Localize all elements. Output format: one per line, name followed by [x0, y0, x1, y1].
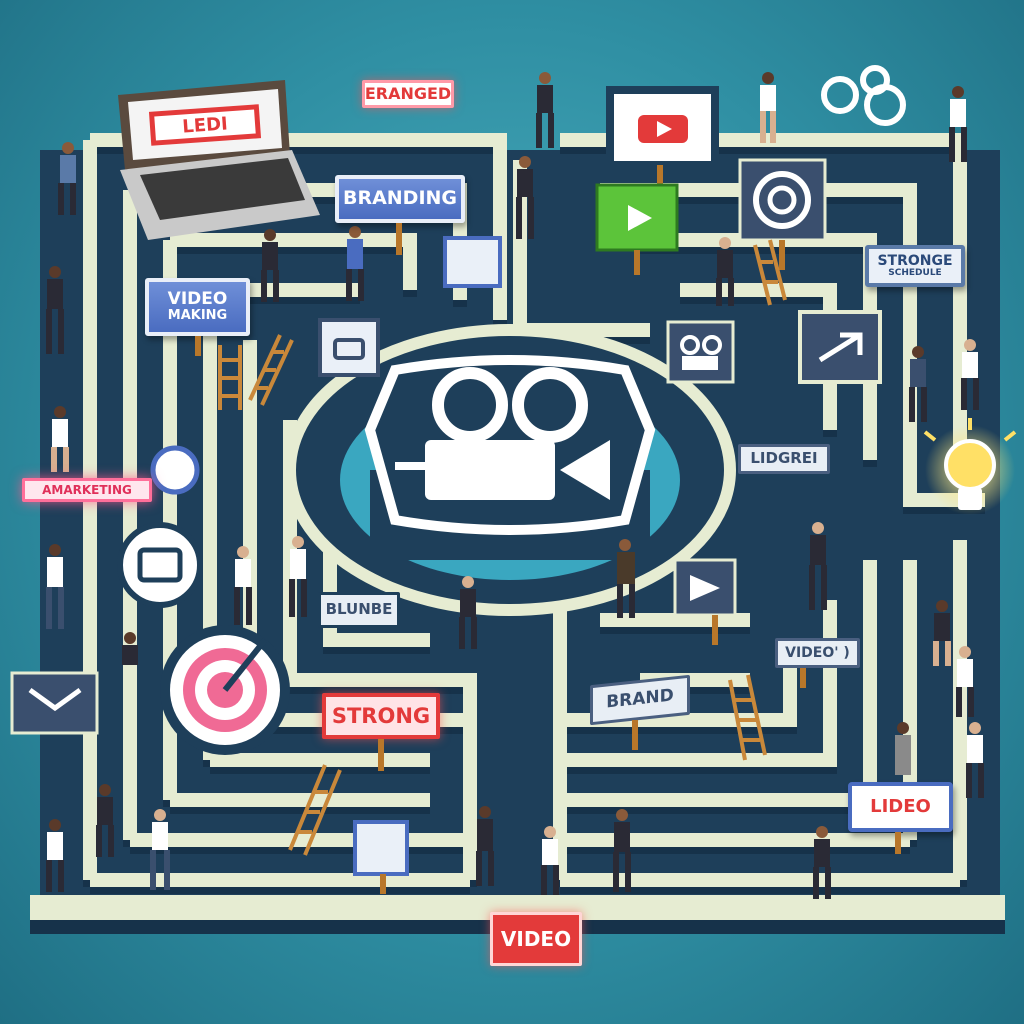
person [516, 156, 534, 239]
person [46, 266, 64, 354]
person [122, 632, 138, 665]
gears-icon [821, 65, 906, 126]
sign-strong: STRONG [322, 693, 440, 739]
youtube-play-icon [606, 86, 719, 185]
sign-blunbe: BLUNBE [318, 592, 400, 628]
sign-post [396, 223, 402, 255]
sign-branding: BRANDING [335, 175, 465, 223]
person [933, 600, 951, 666]
person [459, 576, 477, 649]
sign-post [632, 720, 638, 750]
people [46, 72, 984, 899]
arrow-sign-icon [10, 310, 882, 894]
ladder-icon [218, 239, 787, 856]
person [96, 784, 114, 857]
person [909, 346, 927, 422]
person [46, 544, 64, 629]
person [961, 339, 979, 410]
person [51, 406, 69, 472]
sign-post [895, 832, 901, 854]
sign-stronge-line1: STRONGE [877, 252, 953, 269]
sign-eranged: ERANGED [362, 80, 454, 108]
sign-video-marking-line2: MAKING [167, 308, 228, 324]
sign-post [800, 668, 806, 688]
target-icon [160, 625, 290, 755]
person [956, 646, 974, 717]
person [46, 819, 64, 892]
person [536, 72, 554, 148]
person [346, 226, 364, 301]
camera-sign-icon [318, 236, 735, 384]
sign-lideo: LIDEO [848, 782, 953, 832]
person [617, 539, 635, 618]
person [949, 86, 967, 162]
person [150, 809, 170, 890]
person [809, 522, 827, 610]
person [966, 722, 984, 798]
person [541, 826, 559, 895]
person [476, 806, 494, 886]
sign-video-bottom: VIDEO [490, 912, 582, 966]
sign-post [195, 336, 201, 356]
lightbulb-icon [923, 418, 1017, 515]
sign-video-marking: VIDEO MAKING [145, 278, 250, 336]
person [813, 826, 831, 899]
person [289, 536, 307, 617]
sign-post [378, 739, 384, 771]
sign-video-marking-line1: VIDEO [167, 289, 228, 310]
person [895, 722, 911, 775]
camera-badge-icon [117, 445, 203, 608]
sign-amarketing: AMARKETING [22, 478, 152, 502]
person [760, 72, 776, 143]
sign-lidgrei: LIDGREI [738, 444, 830, 474]
person [234, 546, 252, 625]
sign-stronge: STRONGE SCHEDULE [865, 245, 965, 287]
lens-sign-icon [738, 158, 827, 270]
laptop-icon [118, 80, 320, 240]
person [261, 229, 279, 302]
sign-video-small: VIDEO' ) [775, 638, 860, 668]
central-video-camera-icon [364, 355, 656, 535]
person [716, 237, 734, 306]
person [58, 142, 76, 215]
green-play-icon [595, 183, 679, 275]
sign-stronge-line2: SCHEDULE [888, 267, 942, 278]
person [613, 809, 631, 892]
